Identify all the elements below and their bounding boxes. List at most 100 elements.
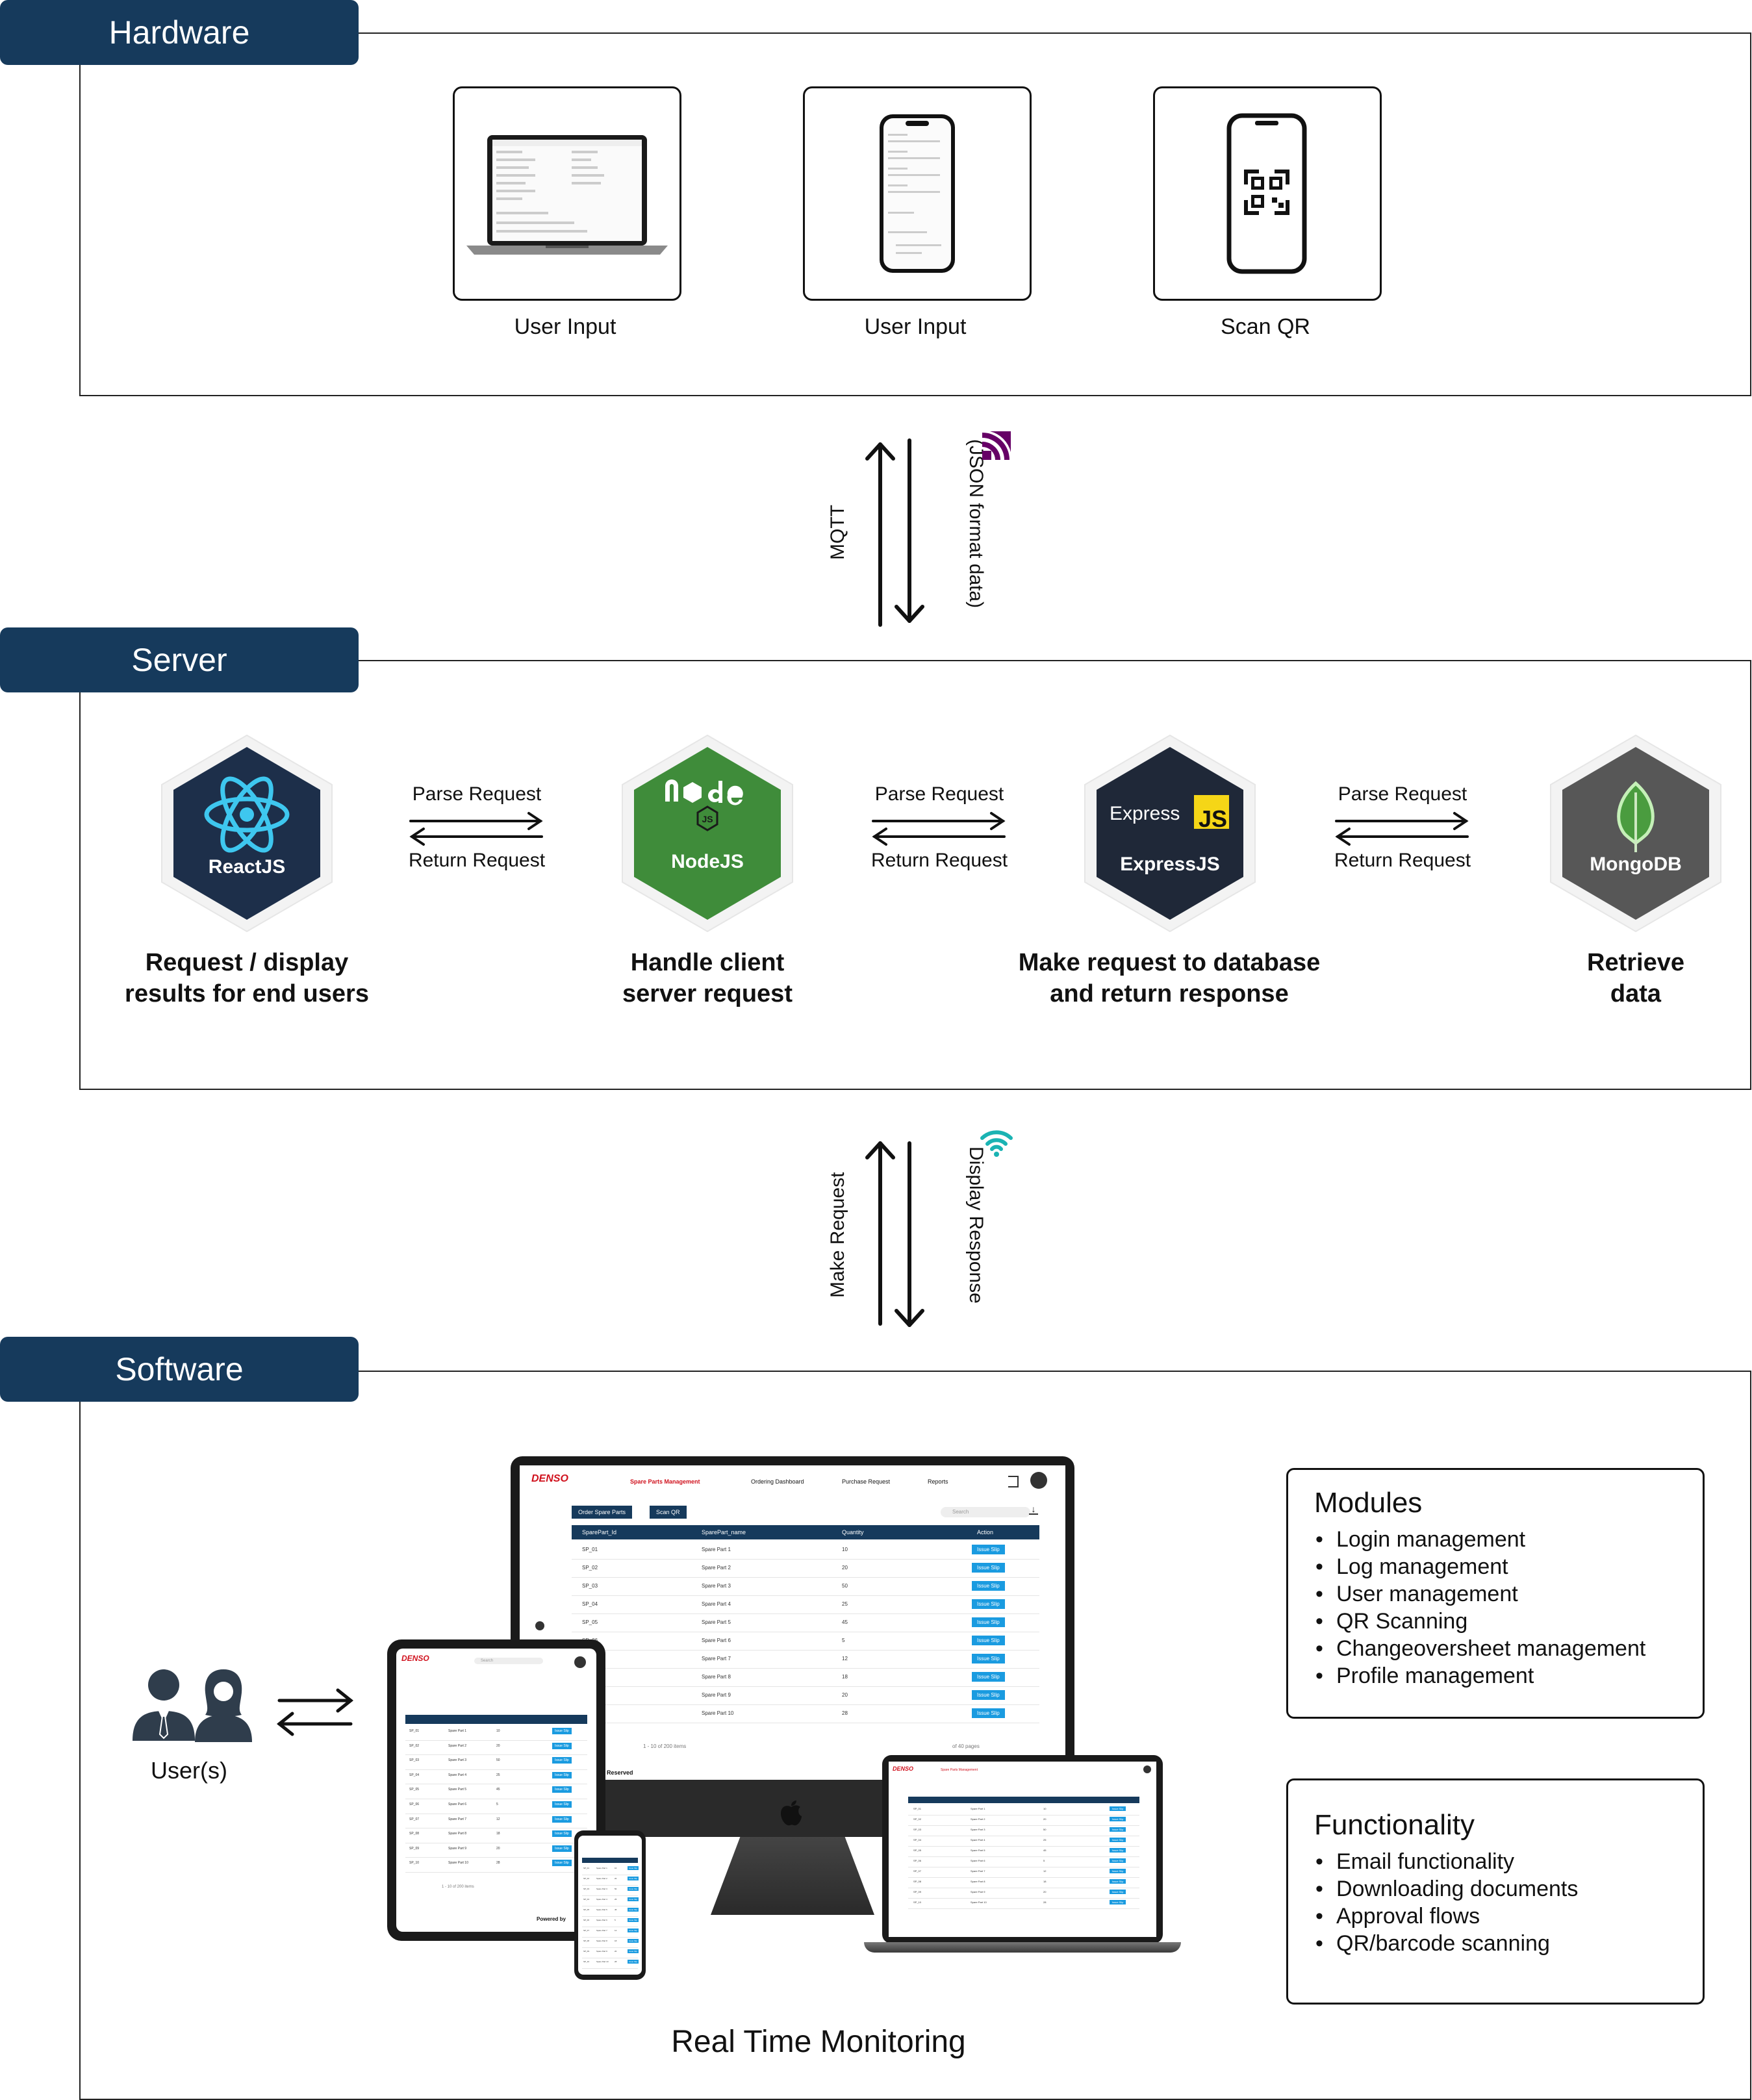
connector-top-label: Parse Request [874, 783, 1004, 805]
pages-text: of 40 pages [952, 1743, 980, 1749]
nav-item[interactable]: Spare Parts Management [630, 1478, 700, 1485]
nav-item[interactable]: Reports [928, 1478, 948, 1485]
table-cell: SP_07 [409, 1817, 420, 1821]
issue-slip-button[interactable]: Issue Slip [1110, 1827, 1126, 1832]
table-cell: SP_05 [409, 1788, 420, 1792]
table-cell: Spare Part 10 [448, 1861, 468, 1866]
table-cell: 12 [842, 1656, 848, 1662]
node-name: ReactJS [208, 856, 286, 878]
issue-slip-button[interactable]: Issue Slip [972, 1581, 1005, 1591]
issue-slip-button[interactable]: Issue Slip [1110, 1900, 1126, 1904]
issue-slip-button[interactable]: Issue Slip [552, 1801, 572, 1808]
table-cell: 28 [842, 1710, 848, 1716]
functionality-card: Functionality Email functionality Downlo… [1286, 1778, 1705, 2005]
table-cell: Spare Part 1 [596, 1867, 607, 1869]
table-cell: Spare Part 8 [448, 1832, 467, 1836]
issue-slip-button[interactable]: Issue Slip [972, 1654, 1005, 1664]
issue-slip-button[interactable]: Issue Slip [972, 1617, 1005, 1627]
table-cell: Spare Part 4 [448, 1773, 467, 1777]
logout-icon[interactable] [1008, 1476, 1019, 1487]
issue-slip-button[interactable]: Issue Slip [972, 1690, 1005, 1700]
table-cell: SP_02 [583, 1877, 590, 1880]
server-tag-label: Server [131, 642, 227, 678]
nav-item[interactable]: Spare Parts Management [941, 1768, 978, 1772]
description-line: data [1610, 980, 1662, 1007]
issue-slip-button[interactable]: Issue Slip [1110, 1838, 1126, 1842]
issue-slip-button[interactable]: Issue Slip [552, 1845, 572, 1852]
bidirectional-arrow-icon [409, 812, 543, 846]
table-cell: SP_04 [582, 1601, 598, 1607]
issue-slip-button[interactable]: Issue Slip [628, 1887, 639, 1891]
issue-slip-button[interactable]: Issue Slip [552, 1860, 572, 1867]
issue-slip-button[interactable]: Issue Slip [628, 1929, 639, 1932]
table-cell: 28 [615, 1960, 617, 1963]
order-spare-parts-button[interactable]: Order Spare Parts [572, 1506, 633, 1519]
issue-slip-button[interactable]: Issue Slip [972, 1636, 1005, 1645]
footer-text: Reserved [607, 1769, 633, 1776]
issue-slip-button[interactable]: Issue Slip [628, 1908, 639, 1912]
issue-slip-button[interactable]: Issue Slip [628, 1866, 639, 1870]
search-input[interactable]: Search [941, 1507, 1030, 1517]
table-cell: 12 [615, 1929, 617, 1932]
issue-slip-button[interactable]: Issue Slip [628, 1939, 639, 1943]
scan-qr-button[interactable]: Scan QR [650, 1506, 687, 1519]
issue-slip-button[interactable]: Issue Slip [628, 1918, 639, 1922]
sidebar-users-icon[interactable] [535, 1621, 544, 1630]
nav-item[interactable]: Ordering Dashboard [751, 1478, 804, 1485]
table-cell: SP_02 [913, 1817, 922, 1821]
table-cell: Spare Part 2 [448, 1743, 467, 1748]
issue-slip-button[interactable]: Issue Slip [552, 1742, 572, 1749]
table-cell: SP_06 [913, 1859, 922, 1862]
expressjs-node: Express JS ExpressJS [1076, 733, 1264, 934]
table-cell: SP_07 [913, 1869, 922, 1873]
table-cell: 28 [496, 1861, 500, 1866]
issue-slip-button[interactable]: Issue Slip [552, 1815, 572, 1823]
table-cell: Spare Part 2 [971, 1817, 985, 1821]
issue-slip-button[interactable]: Issue Slip [1110, 1869, 1126, 1873]
table-cell: 45 [842, 1619, 848, 1625]
issue-slip-button[interactable]: Issue Slip [1110, 1890, 1126, 1894]
issue-slip-button[interactable]: Issue Slip [972, 1708, 1005, 1718]
issue-slip-button[interactable]: Issue Slip [552, 1771, 572, 1778]
issue-slip-button[interactable]: Issue Slip [972, 1563, 1005, 1573]
issue-slip-button[interactable]: Issue Slip [628, 1960, 639, 1964]
table-cell: 10 [1043, 1807, 1047, 1810]
issue-slip-button[interactable]: Issue Slip [972, 1545, 1005, 1554]
table-cell: SP_10 [583, 1960, 590, 1963]
issue-slip-button[interactable]: Issue Slip [1110, 1806, 1126, 1811]
issue-slip-button[interactable]: Issue Slip [552, 1757, 572, 1764]
issue-slip-button[interactable]: Issue Slip [552, 1830, 572, 1838]
table-cell: SP_05 [583, 1908, 590, 1911]
avatar[interactable] [1030, 1472, 1047, 1489]
server-tag: Server [0, 627, 359, 692]
issue-slip-button[interactable]: Issue Slip [628, 1949, 639, 1953]
issue-slip-button[interactable]: Issue Slip [552, 1728, 572, 1734]
users-icon [133, 1669, 252, 1742]
node-description: Retrieve data [1506, 947, 1752, 1009]
download-icon[interactable]: ↓ [1029, 1504, 1038, 1515]
table-cell: 20 [842, 1692, 848, 1698]
issue-slip-button[interactable]: Issue Slip [552, 1786, 572, 1793]
issue-slip-button[interactable]: Issue Slip [1110, 1858, 1126, 1863]
software-caption: Real Time Monitoring [671, 2025, 966, 2059]
avatar[interactable] [1143, 1765, 1151, 1773]
express-logo-text: Express [1110, 803, 1180, 824]
avatar[interactable] [574, 1656, 586, 1668]
issue-slip-button[interactable]: Issue Slip [972, 1672, 1005, 1682]
issue-slip-button[interactable]: Issue Slip [1110, 1817, 1126, 1821]
issue-slip-button[interactable]: Issue Slip [628, 1877, 639, 1880]
search-input[interactable]: Search [474, 1658, 543, 1664]
issue-slip-button[interactable]: Issue Slip [972, 1599, 1005, 1609]
nav-item[interactable]: Purchase Request [842, 1478, 891, 1485]
issue-slip-button[interactable]: Issue Slip [1110, 1879, 1126, 1884]
issue-slip-button[interactable]: Issue Slip [628, 1897, 639, 1901]
issue-slip-button[interactable]: Issue Slip [1110, 1848, 1126, 1853]
